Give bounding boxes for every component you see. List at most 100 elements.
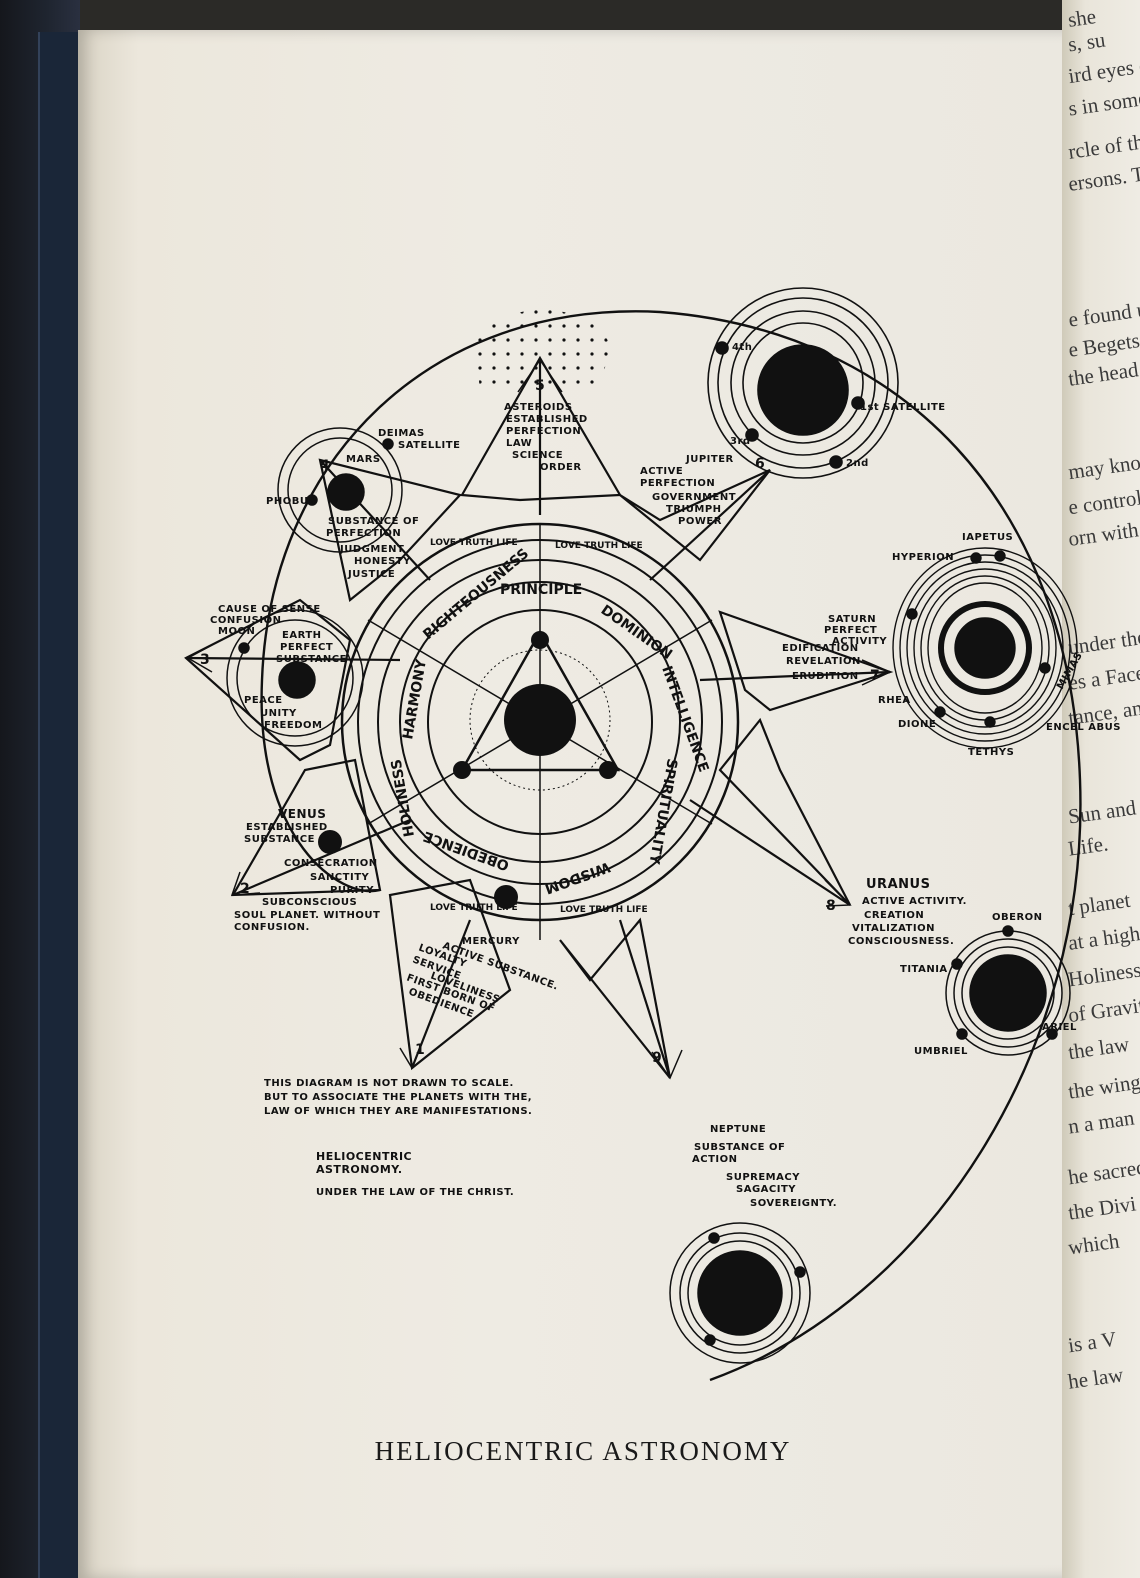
- saturn-name: SATURN: [828, 614, 876, 625]
- point-label: 6: [755, 456, 765, 472]
- venus-name: VENUS: [278, 807, 326, 821]
- venus-text: SUBCONSCIOUS: [262, 897, 357, 908]
- jupiter-text: ACTIVE: [640, 466, 683, 477]
- asteroid-cloud: [475, 309, 610, 390]
- svg-text:LOVE TRUTH LIFE: LOVE TRUTH LIFE: [560, 905, 648, 915]
- asteroids-text: ORDER: [540, 462, 582, 473]
- book-spine-edge: [38, 32, 78, 1578]
- jupiter-text: PERFECTION: [640, 478, 715, 489]
- venus-text: SOUL PLANET. WITHOUT: [234, 910, 380, 921]
- jupiter-planet: [707, 287, 899, 479]
- saturn-text: IAPETUS: [962, 532, 1013, 543]
- earth-text: PERFECT: [280, 642, 333, 653]
- venus-text: SUBSTANCE: [244, 834, 315, 845]
- scale-note: BUT TO ASSOCIATE THE PLANETS WITH THE,: [264, 1092, 532, 1103]
- neptune-text: SUPREMACY: [726, 1172, 800, 1183]
- saturn-text: ERUDITION: [792, 671, 859, 682]
- book-page: [78, 30, 1088, 1578]
- saturn-text: REVELATION: [786, 656, 861, 667]
- uranus-text: CONSCIOUSNESS.: [848, 936, 954, 947]
- neptune-text: ACTION: [692, 1154, 738, 1165]
- point-label: 2: [240, 881, 250, 897]
- point-label: 9: [652, 1050, 662, 1066]
- diagram-subtitle: ASTRONOMY.: [316, 1163, 403, 1176]
- facing-page: she s, su ird eyes of s in some form rcl…: [1062, 0, 1140, 1578]
- asteroids-text: ESTABLISHED: [506, 414, 588, 425]
- central-sun: [453, 629, 621, 791]
- word-wisdom: WISDOM: [543, 858, 613, 896]
- earth-text: CONFUSION: [210, 615, 281, 626]
- jupiter-text: POWER: [678, 516, 722, 527]
- word-principle: PRINCIPLE: [500, 582, 582, 598]
- venus-text: ESTABLISHED: [246, 822, 328, 833]
- uranus-planet: [945, 925, 1071, 1056]
- venus-text: CONFUSION.: [234, 922, 310, 933]
- saturn-text: TETHYS: [968, 747, 1014, 758]
- jupiter-text: TRIUMPH: [666, 504, 722, 515]
- jupiter-satellite-label: 1st SATELLITE: [860, 402, 946, 413]
- asteroids-text: ASTEROIDS: [504, 402, 573, 413]
- uranus-name: URANUS: [866, 877, 930, 892]
- asteroids-text: PERFECTION: [506, 426, 581, 437]
- svg-text:LOVE TRUTH LIFE: LOVE TRUTH LIFE: [430, 538, 518, 548]
- uranus-text: CREATION: [864, 910, 924, 921]
- mars-text: PERFECTION: [326, 528, 401, 539]
- earth-text: PEACE: [244, 695, 283, 706]
- venus-text: PURITY: [330, 885, 374, 896]
- saturn-text: HYPERION: [892, 552, 954, 563]
- scale-note: LAW OF WHICH THEY ARE MANIFESTATIONS.: [264, 1106, 532, 1117]
- earth-text: UNITY: [260, 708, 297, 719]
- point-label: 7: [870, 668, 880, 684]
- mars-text: SATELLITE: [398, 440, 460, 451]
- uranus-text: OBERON: [992, 912, 1043, 923]
- earth-text: SUBSTANCE: [276, 654, 347, 665]
- mars-name: MARS: [346, 454, 381, 465]
- mars-text: SUBSTANCE OF: [328, 516, 419, 527]
- saturn-text: RHEA: [878, 695, 911, 706]
- earth-planet: [226, 609, 364, 747]
- jupiter-satellite-label: 3rd: [730, 436, 751, 447]
- mars-text: PHOBUS: [266, 496, 316, 507]
- neptune-text: SOVEREIGNTY.: [750, 1198, 837, 1209]
- jupiter-satellite-label: 2nd: [846, 458, 869, 469]
- point-label: 8: [826, 898, 836, 914]
- word-harmony: HARMONY: [400, 657, 430, 740]
- scale-note: THIS DIAGRAM IS NOT DRAWN TO SCALE.: [264, 1078, 514, 1089]
- point-label: 1: [415, 1042, 425, 1058]
- point-label: 4: [320, 458, 330, 474]
- page-caption: HELIOCENTRIC ASTRONOMY: [374, 1436, 792, 1466]
- jupiter-text: GOVERNMENT: [652, 492, 736, 503]
- mars-planet: [277, 427, 403, 553]
- mercury-planet: [494, 885, 518, 909]
- neptune-text: SUBSTANCE OF: [694, 1142, 785, 1153]
- saturn-text: EDIFICATION: [782, 643, 859, 654]
- uranus-text: ARIEL: [1042, 1022, 1077, 1033]
- earth-name: EARTH: [282, 630, 322, 641]
- diagram-subtitle: UNDER THE LAW OF THE CHRIST.: [316, 1187, 514, 1198]
- uranus-text: VITALIZATION: [852, 923, 935, 934]
- diagram-subtitle: HELIOCENTRIC: [316, 1150, 412, 1163]
- jupiter-name: JUPITER: [685, 454, 734, 465]
- venus-text: SANCTITY: [310, 872, 370, 883]
- point-label: 3: [200, 652, 210, 668]
- mars-text: HONESTY: [354, 556, 411, 567]
- neptune-planet: [669, 1222, 811, 1364]
- uranus-text: UMBRIEL: [914, 1046, 968, 1057]
- orbit-curve: [260, 310, 1082, 1382]
- asteroids-text: SCIENCE: [512, 450, 563, 461]
- mars-text: DEIMAS: [378, 428, 425, 439]
- saturn-text: ENCEL ABUS: [1046, 722, 1121, 733]
- earth-text: CAUSE OF SENSE: [218, 604, 321, 615]
- venus-planet: [318, 830, 342, 854]
- jupiter-satellite-label: 4th: [732, 342, 752, 353]
- saturn-planet: [892, 547, 1078, 749]
- neptune-text: SAGACITY: [736, 1184, 796, 1195]
- word-dominion: DOMINION: [598, 602, 675, 663]
- saturn-text: ACTIVITY: [832, 636, 887, 647]
- earth-text: MOON: [218, 626, 255, 637]
- svg-text:LOVE TRUTH LIFE: LOVE TRUTH LIFE: [430, 903, 518, 913]
- ring-text: LOVE TRUTH LIFE LOVE TRUTH LIFE LOVE TRU…: [430, 538, 648, 915]
- saturn-text: PERFECT: [824, 625, 877, 636]
- venus-text: CONSECRATION: [284, 858, 378, 869]
